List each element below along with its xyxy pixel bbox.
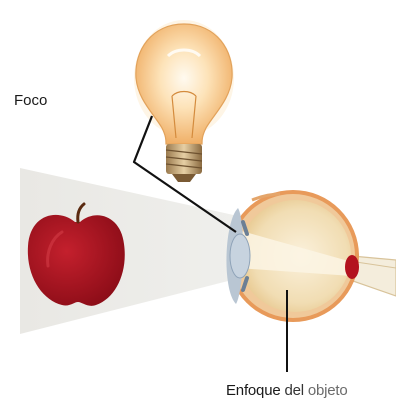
lens (229, 233, 251, 279)
apple-object (27, 202, 125, 306)
label-enfoque-word: Enfoque (226, 382, 281, 399)
focused-light-beam (238, 230, 352, 276)
label-del-word: del (284, 382, 304, 399)
label-enfoque-del-objeto: Enfoque del objeto (226, 382, 348, 399)
leader-line-foco (132, 115, 237, 233)
retina-focus-spot (345, 255, 359, 279)
eyeball (226, 190, 359, 322)
label-objeto-word: objeto (307, 382, 348, 399)
label-foco: Foco (14, 92, 48, 109)
light-bulb (134, 20, 234, 182)
